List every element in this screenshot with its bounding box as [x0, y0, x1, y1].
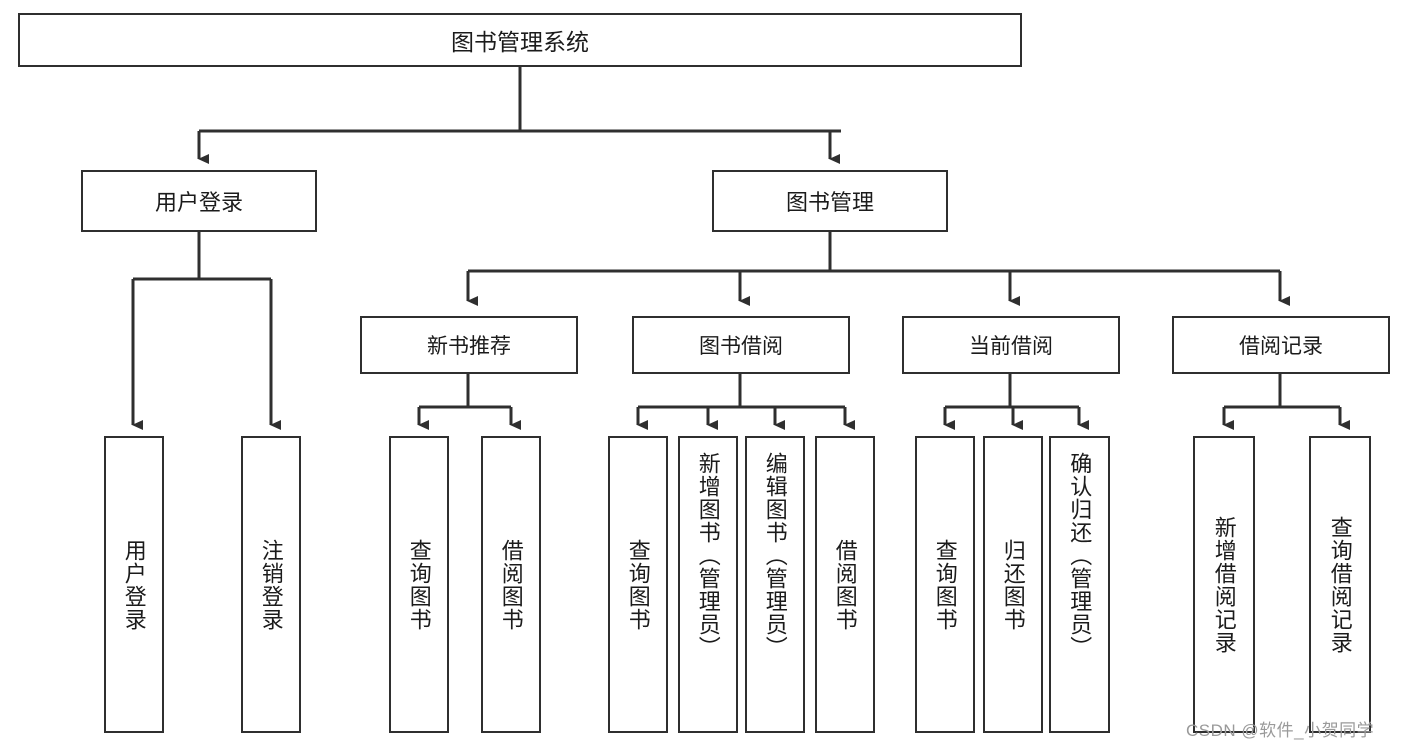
leaf-nb-borrow-book[interactable]: 借阅图书 [481, 436, 541, 733]
node-new-book[interactable]: 新书推荐 [360, 316, 578, 374]
node-current-borrow[interactable]: 当前借阅 [902, 316, 1120, 374]
leaf-cb-query-book[interactable]: 查询图书 [915, 436, 975, 733]
leaf-nb-borrow-book-label: 借阅图书 [498, 538, 524, 631]
leaf-user-login[interactable]: 用户登录 [104, 436, 164, 733]
node-root-label: 图书管理系统 [451, 29, 589, 55]
leaf-logout-label: 注销登录 [258, 538, 284, 631]
leaf-bb-borrow-book-label: 借阅图书 [832, 538, 858, 631]
leaf-cb-confirm-return[interactable]: 确认归还（管理员） [1049, 436, 1110, 733]
node-user-login-label: 用户登录 [154, 190, 243, 215]
node-new-book-label: 新书推荐 [427, 335, 511, 358]
leaf-cb-confirm-return-label: 确认归还（管理员） [1067, 452, 1093, 659]
node-current-borrow-label: 当前借阅 [969, 335, 1053, 358]
leaf-logout[interactable]: 注销登录 [241, 436, 301, 733]
leaf-bb-add-book-label: 新增图书（管理员） [695, 452, 721, 659]
node-book-manage[interactable]: 图书管理 [712, 170, 948, 232]
leaf-bb-edit-book-label: 编辑图书（管理员） [762, 452, 788, 659]
leaf-br-add-record[interactable]: 新增借阅记录 [1193, 436, 1255, 733]
node-borrow-record-label: 借阅记录 [1239, 335, 1323, 358]
leaf-bb-query-book-label: 查询图书 [625, 538, 651, 631]
leaf-cb-return-book-label: 归还图书 [1000, 538, 1026, 631]
leaf-bb-add-book[interactable]: 新增图书（管理员） [678, 436, 738, 733]
leaf-cb-query-book-label: 查询图书 [932, 538, 958, 631]
node-book-borrow-label: 图书借阅 [699, 335, 783, 358]
leaf-cb-return-book[interactable]: 归还图书 [983, 436, 1043, 733]
leaf-br-add-record-label: 新增借阅记录 [1211, 515, 1237, 654]
leaf-nb-query-book[interactable]: 查询图书 [389, 436, 449, 733]
node-book-manage-label: 图书管理 [785, 190, 874, 215]
node-root[interactable]: 图书管理系统 [18, 13, 1022, 67]
watermark: CSDN @软件_小贺同学 [1186, 721, 1375, 740]
leaf-bb-query-book[interactable]: 查询图书 [608, 436, 668, 733]
leaf-nb-query-book-label: 查询图书 [406, 538, 432, 631]
leaf-bb-borrow-book[interactable]: 借阅图书 [815, 436, 875, 733]
node-borrow-record[interactable]: 借阅记录 [1172, 316, 1390, 374]
leaf-br-query-record[interactable]: 查询借阅记录 [1309, 436, 1371, 733]
node-user-login[interactable]: 用户登录 [81, 170, 317, 232]
leaf-br-query-record-label: 查询借阅记录 [1327, 515, 1353, 654]
leaf-bb-edit-book[interactable]: 编辑图书（管理员） [745, 436, 805, 733]
leaf-user-login-label: 用户登录 [121, 538, 147, 631]
node-book-borrow[interactable]: 图书借阅 [632, 316, 850, 374]
